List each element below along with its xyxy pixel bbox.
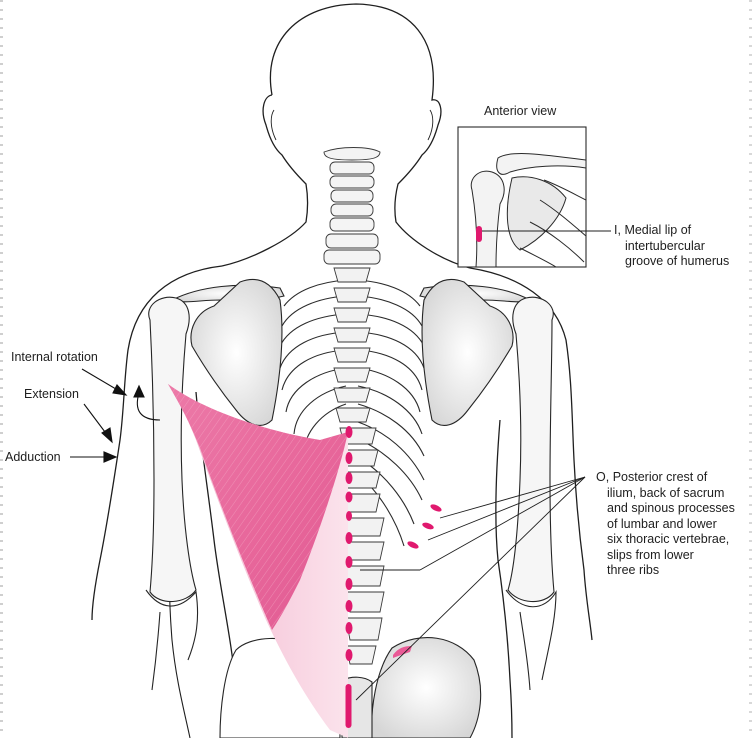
- origin-label: O, Posterior crest of ilium, back of sac…: [596, 470, 735, 579]
- right-humerus: [505, 296, 557, 691]
- origin-attachment-iliac-crest: [393, 646, 412, 658]
- action-arrows: [70, 368, 161, 463]
- head-outline: [221, 3, 471, 269]
- insertion-attachment: [476, 226, 482, 242]
- latissimus-dorsi-muscle: [168, 384, 348, 738]
- insertion-marker: I,: [614, 223, 621, 237]
- origin-label-line-1: O, Posterior crest of: [596, 470, 735, 486]
- origin-text-1: Posterior crest of: [612, 470, 708, 484]
- origin-text-4: of lumbar and lower: [607, 516, 717, 531]
- origin-text-5: six thoracic vertebrae,: [607, 532, 730, 546]
- origin-attachments-ribs: [407, 504, 442, 549]
- action-adduction: Adduction: [5, 450, 61, 464]
- action-internal-rotation: Internal rotation: [11, 350, 98, 364]
- insertion-text-2: intertubercular: [625, 238, 705, 253]
- origin-text-6: slips from lower: [607, 547, 694, 562]
- left-humerus: [145, 296, 199, 691]
- origin-leader-lines: [355, 476, 586, 701]
- action-extension: Extension: [24, 387, 79, 401]
- right-scapula: [419, 278, 532, 426]
- cervical-spine: [323, 147, 381, 265]
- inset-title: Anterior view: [484, 104, 557, 118]
- origin-attachments-spine: [345, 426, 353, 728]
- insertion-text-1: Medial lip of: [624, 223, 692, 237]
- origin-text-3: and spinous processes: [607, 501, 735, 515]
- left-scapula: [170, 278, 285, 426]
- origin-text-7: three ribs: [607, 563, 660, 577]
- insertion-label: I, Medial lip of intertubercular groove …: [614, 223, 729, 270]
- right-dotted-border: [749, 0, 752, 738]
- origin-marker: O,: [596, 470, 610, 484]
- left-dotted-border: [0, 0, 3, 738]
- insertion-text-3: groove of humerus: [625, 254, 730, 268]
- inset-anterior-view: [457, 126, 611, 268]
- origin-text-2: ilium, back of sacrum: [607, 485, 725, 500]
- insertion-label-line-1: I, Medial lip of: [614, 223, 729, 239]
